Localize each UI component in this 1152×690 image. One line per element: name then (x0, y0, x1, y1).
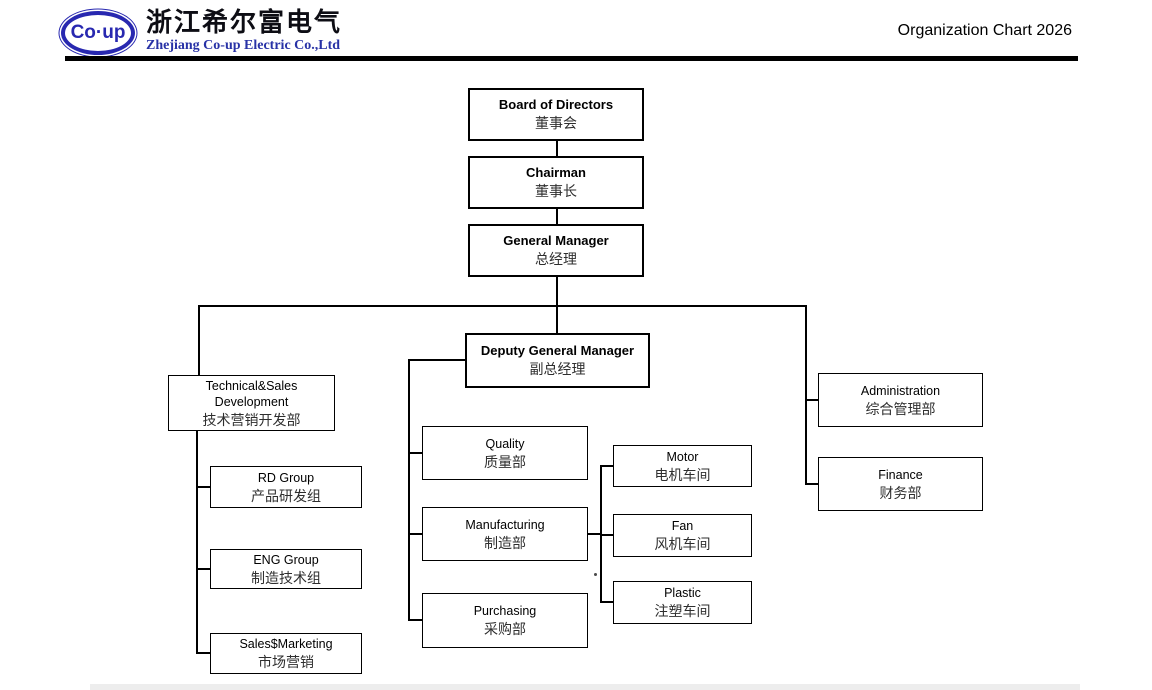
org-node-manufacturing: Manufacturing 制造部 (422, 507, 588, 561)
org-node-technical-sales-development: Technical&Sales Development 技术营销开发部 (168, 375, 335, 431)
node-label-en: Finance (878, 467, 923, 482)
connector-stub-fan (600, 534, 614, 536)
stray-dot (594, 573, 597, 576)
node-label-en: Plastic (664, 586, 701, 600)
connector-manufacturing-workshops (588, 533, 601, 535)
org-node-administration: Administration 综合管理部 (818, 373, 983, 427)
connector-stub-rd-group (196, 486, 211, 488)
connector-rail-technical (198, 305, 200, 376)
org-node-general-manager: General Manager 总经理 (468, 224, 644, 277)
node-label-zh: 质量部 (484, 453, 526, 470)
node-label-en: Quality (485, 436, 525, 451)
node-label-en: Technical&Sales Development (205, 378, 298, 409)
node-label-zh: 董事会 (535, 115, 577, 131)
connector-stub-manufacturing (408, 533, 423, 535)
org-node-quality: Quality 质量部 (422, 426, 588, 480)
page-title: Organization Chart 2026 (897, 22, 1072, 39)
org-node-purchasing: Purchasing 采购部 (422, 593, 588, 648)
org-node-rd-group: RD Group 产品研发组 (210, 466, 362, 508)
org-node-deputy-general-manager: Deputy General Manager 副总经理 (465, 333, 650, 388)
connector-rail-right-spine (805, 305, 807, 485)
node-label-en: Manufacturing (465, 517, 545, 532)
node-label-en: Motor (666, 449, 699, 464)
company-name-chinese: 浙江希尔富电气 (146, 7, 343, 37)
connector-stub-finance (805, 483, 819, 485)
node-label-zh: 制造技术组 (251, 569, 321, 586)
logo-badge-text: Co·up (70, 21, 126, 43)
node-label-zh: 综合管理部 (865, 400, 936, 417)
node-label-zh: 总经理 (535, 251, 577, 267)
connector-stub-sales-marketing (196, 652, 211, 654)
connector-main-rail (198, 305, 807, 307)
org-node-chairman: Chairman 董事长 (468, 156, 644, 209)
logo-text: 浙江希尔富电气 Zhejiang Co-up Electric Co.,Ltd (146, 7, 342, 54)
connector-mid-spine (408, 359, 410, 621)
node-label-en: Board of Directors (498, 97, 614, 112)
node-label-en: Purchasing (473, 604, 537, 618)
node-label-zh: 注塑车间 (654, 603, 711, 619)
footer-strip (90, 684, 1080, 690)
connector-left-spine (196, 431, 198, 654)
connector-stub-administration (805, 399, 819, 401)
org-node-motor: Motor 电机车间 (613, 445, 752, 487)
connector-stub-quality (408, 452, 423, 454)
org-node-finance: Finance 财务部 (818, 457, 983, 511)
company-logo: Co·up 浙江希尔富电气 Zhejiang Co-up Electric Co… (58, 3, 340, 58)
connector-stub-plastic (600, 601, 614, 603)
node-label-zh: 电机车间 (654, 466, 711, 483)
connector-stub-motor (600, 465, 614, 467)
connector-stub-eng-group (196, 568, 211, 570)
node-label-en: Administration (860, 383, 941, 398)
node-label-en: Fan (671, 519, 694, 533)
node-label-zh: 采购部 (484, 621, 526, 637)
node-label-en: General Manager (503, 233, 609, 248)
node-label-en: Sales$Marketing (239, 637, 333, 651)
org-node-plastic: Plastic 注塑车间 (613, 581, 752, 624)
node-label-zh: 产品研发组 (251, 487, 321, 504)
org-node-eng-group: ENG Group 制造技术组 (210, 549, 362, 589)
node-label-en: Deputy General Manager (480, 343, 635, 358)
node-label-zh: 风机车间 (654, 536, 711, 552)
logo-oval-badge: Co·up (61, 10, 135, 55)
node-label-en: RD Group (257, 470, 315, 485)
org-node-fan: Fan 风机车间 (613, 514, 752, 557)
company-name-english: Zhejiang Co-up Electric Co.,Ltd (146, 38, 341, 53)
node-label-zh: 市场营销 (258, 654, 314, 670)
connector-board-chairman (556, 141, 558, 157)
org-node-board-of-directors: Board of Directors 董事会 (468, 88, 644, 141)
node-label-zh: 副总经理 (529, 361, 586, 377)
connector-chairman-gm (556, 209, 558, 225)
org-node-sales-marketing: Sales$Marketing 市场营销 (210, 633, 362, 674)
connector-stub-purchasing (408, 619, 423, 621)
node-label-zh: 董事长 (535, 183, 577, 199)
node-label-en: ENG Group (253, 552, 319, 567)
node-label-zh: 制造部 (484, 534, 526, 551)
connector-deputy-mid-spine (408, 359, 466, 361)
node-label-zh: 财务部 (879, 484, 922, 501)
header-divider (65, 56, 1078, 61)
node-label-en: Chairman (526, 165, 586, 180)
node-label-zh: 技术营销开发部 (202, 411, 301, 428)
